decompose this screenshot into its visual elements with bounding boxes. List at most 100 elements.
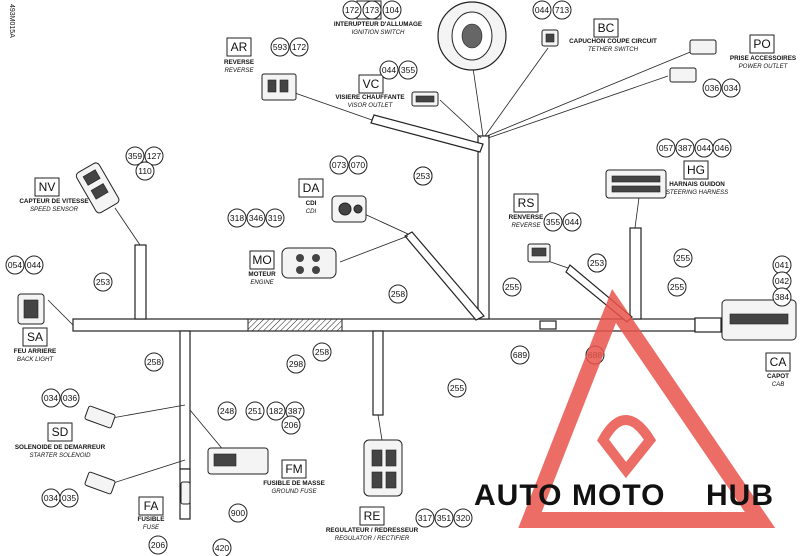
code-box bbox=[34, 177, 60, 197]
ref-number-bubble: 044 bbox=[694, 138, 714, 158]
code-box bbox=[226, 37, 252, 57]
code-box bbox=[298, 178, 324, 198]
branch-length: 253 bbox=[416, 171, 430, 181]
ref-number: 172 bbox=[345, 5, 359, 15]
branch-length: 255 bbox=[505, 282, 519, 292]
ref-number: 070 bbox=[351, 160, 365, 170]
component-title-fr: VISIERE CHAUFFANTE bbox=[335, 94, 404, 101]
ref-number: 206 bbox=[284, 420, 298, 430]
component-title-en: IGNITION SWITCH bbox=[352, 29, 405, 36]
ground-fuse-connector bbox=[207, 447, 269, 475]
ref-number: 320 bbox=[456, 513, 470, 523]
ref-number-bubble: 593 bbox=[270, 37, 290, 57]
ref-number: 713 bbox=[555, 5, 569, 15]
ref-number-bubble: 182 bbox=[266, 401, 286, 421]
ref-number: 036 bbox=[63, 393, 77, 403]
component-title-en: TETHER SWITCH bbox=[588, 46, 639, 53]
ref-number-bubble: 042 bbox=[772, 271, 792, 291]
code-box bbox=[513, 193, 539, 213]
ref-number-bubble: 044 bbox=[24, 255, 44, 275]
ref-number-bubble: 420 bbox=[212, 538, 232, 556]
ref-number-bubble: 046 bbox=[712, 138, 732, 158]
branch-length-bubble: 253 bbox=[413, 166, 433, 186]
ref-number: 036 bbox=[705, 83, 719, 93]
ref-number-bubble: 041 bbox=[772, 255, 792, 275]
component-title-fr: CAPOT bbox=[767, 373, 789, 380]
ref-number: 317 bbox=[418, 513, 432, 523]
branch-length: 253 bbox=[590, 258, 604, 268]
ref-number: 182 bbox=[269, 406, 283, 416]
ref-number-bubble: 173 bbox=[362, 0, 382, 20]
component-code: NV bbox=[39, 180, 56, 194]
ref-number: 044 bbox=[27, 260, 41, 270]
ref-number: 319 bbox=[268, 213, 282, 223]
ref-number: 172 bbox=[292, 42, 306, 52]
code-box bbox=[749, 34, 775, 54]
component-title-en: SPEED SENSOR bbox=[30, 206, 79, 213]
protective-sleeve bbox=[247, 318, 343, 332]
ref-number: 046 bbox=[715, 143, 729, 153]
code-box bbox=[359, 506, 385, 526]
component-code: HG bbox=[687, 163, 705, 177]
ref-number: 251 bbox=[248, 406, 262, 416]
ref-number: 044 bbox=[382, 65, 396, 75]
ref-number-bubble: 110 bbox=[135, 161, 155, 181]
starter-solenoid-connectors bbox=[84, 405, 116, 495]
branch-length-bubble: 255 bbox=[673, 248, 693, 268]
component-title-fr: PRISE ACCESSOIRES bbox=[730, 55, 796, 62]
component-title-en: FUSE bbox=[143, 524, 160, 531]
code-box bbox=[138, 496, 164, 516]
ref-number-bubble: 355 bbox=[398, 60, 418, 80]
ref-number-bubble: 355 bbox=[543, 212, 563, 232]
ref-number-bubble: 054 bbox=[5, 255, 25, 275]
branch-length: 255 bbox=[670, 282, 684, 292]
branch-length: 255 bbox=[450, 383, 464, 393]
component-code: VC bbox=[363, 77, 380, 91]
ref-number-bubble: 044 bbox=[379, 60, 399, 80]
branch-length-bubble: 258 bbox=[312, 342, 332, 362]
ref-number: 110 bbox=[138, 166, 152, 176]
component-title-fr: SOLENOIDE DE DEMARREUR bbox=[15, 444, 106, 451]
ref-number: 206 bbox=[151, 540, 165, 550]
cdi-connector bbox=[331, 195, 367, 223]
code-box bbox=[765, 352, 791, 372]
power-outlet-connectors bbox=[669, 39, 717, 83]
branch-length-bubble: 258 bbox=[144, 352, 164, 372]
ref-number-bubble: 034 bbox=[721, 78, 741, 98]
branch-length-bubble: 689 bbox=[510, 345, 530, 365]
ref-number-bubble: 318 bbox=[227, 208, 247, 228]
branch-length-bubble: 253 bbox=[587, 253, 607, 273]
ignition-switch-connector bbox=[437, 1, 507, 71]
branch-length: 689 bbox=[513, 350, 527, 360]
speed-sensor-connector bbox=[75, 162, 120, 214]
code-box bbox=[249, 250, 275, 270]
component-title-en: REGULATOR / RECTIFIER bbox=[335, 535, 410, 542]
branch-length-bubble: 253 bbox=[93, 272, 113, 292]
component-title-en: VISOR OUTLET bbox=[348, 102, 394, 109]
component-code: FM bbox=[285, 462, 302, 476]
component-title-fr: MOTEUR bbox=[248, 271, 276, 278]
ref-number: 034 bbox=[44, 493, 58, 503]
code-box bbox=[281, 459, 307, 479]
ref-number: 593 bbox=[273, 42, 287, 52]
document-id: 493M015A bbox=[8, 4, 15, 38]
ref-number-bubble: 317 bbox=[415, 508, 435, 528]
ref-number: 044 bbox=[697, 143, 711, 153]
component-title-en: STEERING HARNESS bbox=[666, 189, 728, 196]
component-code: FA bbox=[144, 499, 159, 513]
component-title-en: REVERSE bbox=[511, 222, 541, 229]
ref-number-bubble: 320 bbox=[453, 508, 473, 528]
component-title-fr: INTERUPTEUR D'ALLUMAGE bbox=[334, 21, 422, 28]
ref-number-bubble: 346 bbox=[246, 208, 266, 228]
component-title-fr: FUSIBLE bbox=[138, 516, 165, 523]
